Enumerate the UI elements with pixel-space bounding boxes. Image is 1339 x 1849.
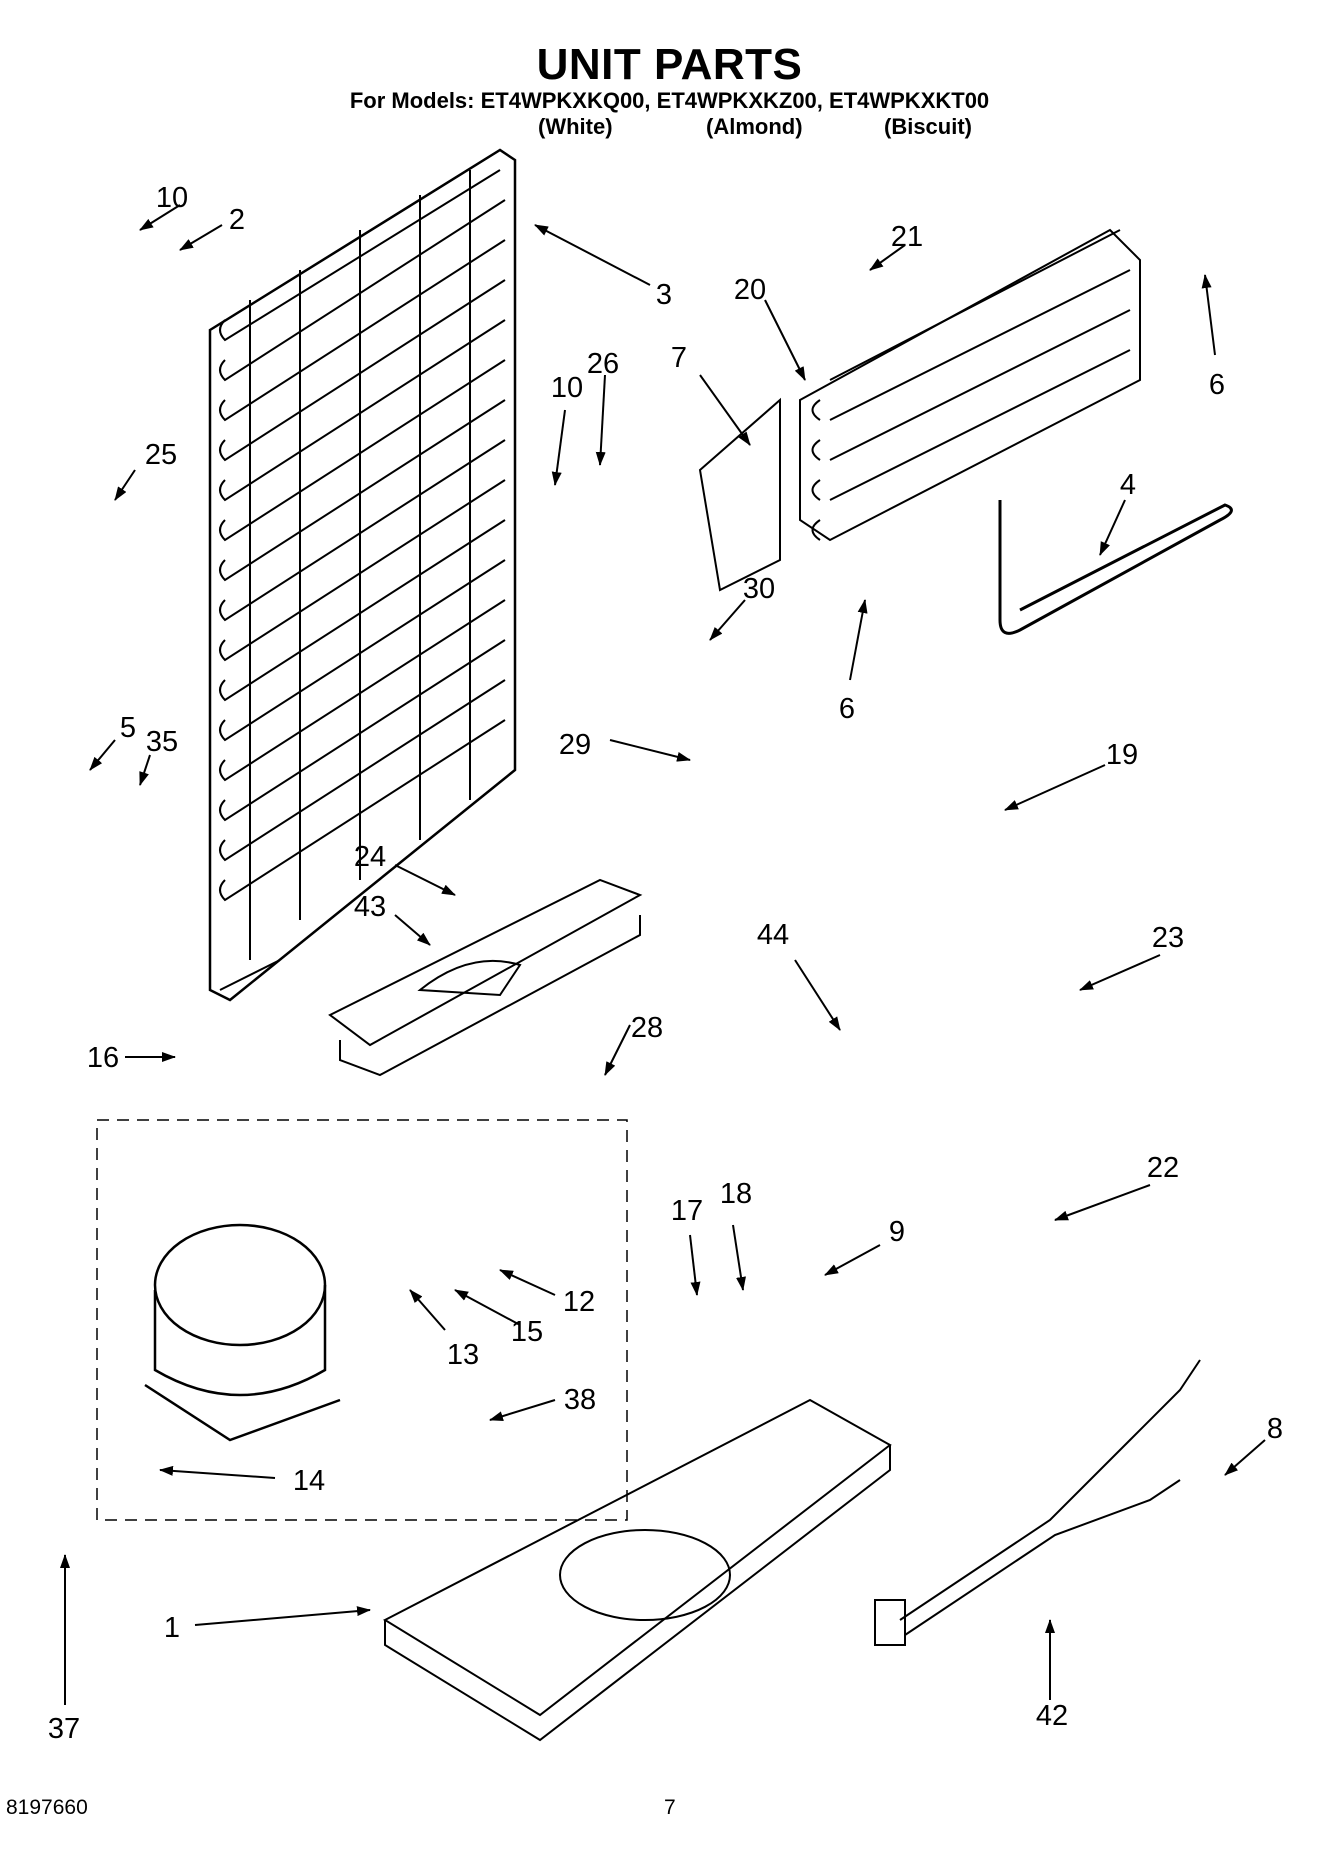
callout-label: 7 bbox=[671, 342, 687, 374]
compressor bbox=[144, 1223, 341, 1442]
callout-label: 2 bbox=[229, 204, 245, 236]
callout-label: 25 bbox=[145, 439, 177, 471]
callout-label: 30 bbox=[743, 573, 775, 605]
model-list: For Models: ET4WPKXKQ00, ET4WPKXKZ00, ET… bbox=[349, 88, 990, 113]
callout-label: 5 bbox=[120, 712, 136, 744]
callout-label: 21 bbox=[891, 221, 923, 253]
callout-label: 12 bbox=[563, 1286, 595, 1318]
callout-label: 43 bbox=[354, 891, 386, 923]
variant-almond: (Almond) bbox=[706, 114, 803, 139]
variant-white: (White) bbox=[538, 114, 613, 139]
wire-harness bbox=[874, 1359, 1201, 1646]
callout-label: 24 bbox=[354, 841, 386, 873]
callout-label: 23 bbox=[1152, 922, 1184, 954]
callout-label: 19 bbox=[1106, 739, 1138, 771]
page-title: UNIT PARTS bbox=[536, 40, 803, 89]
callout-label: 15 bbox=[511, 1316, 543, 1348]
callout-label: 18 bbox=[720, 1178, 752, 1210]
callout-label: 10 bbox=[156, 182, 188, 214]
callout-label: 29 bbox=[559, 729, 591, 761]
condenser-coil bbox=[208, 148, 517, 1002]
callout-label: 28 bbox=[631, 1012, 663, 1044]
callout-label: 42 bbox=[1036, 1700, 1068, 1732]
callout-label: 4 bbox=[1120, 469, 1136, 501]
defrost-heater bbox=[998, 500, 1233, 635]
callout-label: 14 bbox=[293, 1465, 325, 1497]
callout-label: 10 bbox=[551, 372, 583, 404]
callout-label: 16 bbox=[87, 1042, 119, 1074]
base-pan bbox=[382, 1398, 892, 1742]
callout-label: 17 bbox=[671, 1195, 703, 1227]
callout-label: 6 bbox=[1209, 369, 1225, 401]
variant-biscuit: (Biscuit) bbox=[884, 114, 972, 139]
callout-label: 20 bbox=[734, 274, 766, 306]
compressor-kit-boundary bbox=[96, 1119, 628, 1521]
callout-label: 6 bbox=[839, 693, 855, 725]
document-number: 8197660 bbox=[6, 1796, 88, 1819]
callout-label: 22 bbox=[1147, 1152, 1179, 1184]
callout-label: 8 bbox=[1267, 1413, 1283, 1445]
callout-label: 26 bbox=[587, 348, 619, 380]
drain-pan bbox=[328, 878, 643, 1077]
leader-lines bbox=[60, 204, 1266, 1705]
callout-label: 37 bbox=[48, 1713, 80, 1745]
callout-label: 1 bbox=[164, 1612, 180, 1644]
callout-label: 3 bbox=[656, 279, 672, 311]
callout-label: 44 bbox=[757, 919, 789, 951]
callout-label: 9 bbox=[889, 1216, 905, 1248]
callout-label: 13 bbox=[447, 1339, 479, 1371]
evaporator-assembly bbox=[698, 228, 1141, 592]
callout-labels: 10 2 3 21 20 6 7 10 26 25 4 30 6 5 35 29… bbox=[48, 182, 1283, 1745]
callout-label: 38 bbox=[564, 1384, 596, 1416]
page-number: 7 bbox=[664, 1796, 676, 1819]
callout-label: 35 bbox=[146, 726, 178, 758]
